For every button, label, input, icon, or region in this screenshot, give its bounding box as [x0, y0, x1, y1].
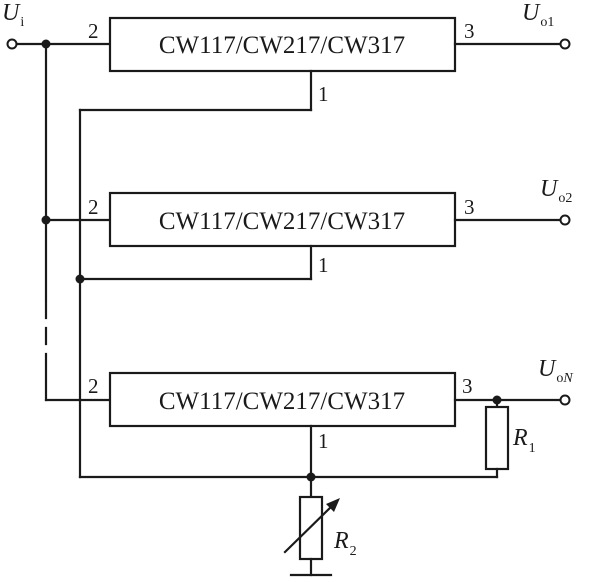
regulator-1-body — [108, 16, 457, 73]
r2-adjust-arrow-line — [283, 502, 336, 554]
regulator-n-pin-out: 3 — [462, 374, 473, 398]
resistor-r1 — [484, 405, 510, 471]
regulator-2-body — [108, 191, 457, 248]
regulator-2-label: CW117/CW217/CW317 — [159, 208, 405, 235]
regulator-1: CW117/CW217/CW317 2 3 1 — [88, 16, 475, 106]
input-label: Ui — [2, 0, 24, 30]
output-n-terminal — [559, 394, 571, 406]
output-2-label: Uo2 — [540, 176, 572, 206]
output-1-terminal — [559, 38, 571, 50]
adj-junction-mid — [75, 274, 85, 284]
r2-adjust-arrow-head — [326, 498, 340, 512]
regulator-n-pin-adj: 1 — [318, 429, 329, 453]
regulator-1-pin-out: 3 — [464, 19, 475, 43]
regulator-n-pin-in: 2 — [88, 374, 99, 398]
input-junction-mid — [41, 215, 51, 225]
output-1-label: Uo1 — [522, 0, 554, 30]
regulator-2-pin-adj: 1 — [318, 253, 329, 277]
regulator-1-pin-adj: 1 — [318, 82, 329, 106]
regulator-2-pin-out: 3 — [464, 195, 475, 219]
regulator-1-label: CW117/CW217/CW317 — [159, 32, 405, 59]
regulator-n-label: CW117/CW217/CW317 — [159, 388, 405, 415]
input-junction-top — [41, 39, 51, 49]
regulator-1-pin-in: 2 — [88, 19, 99, 43]
r2-label: R2 — [333, 528, 357, 559]
regulator-2-pin-in: 2 — [88, 195, 99, 219]
input-terminal — [6, 38, 18, 50]
output-2-terminal — [559, 214, 571, 226]
regulator-n-body — [108, 371, 457, 428]
output-n-label: UoN — [538, 356, 573, 386]
adj-junction-bottom — [306, 472, 316, 482]
regulator-n: CW117/CW217/CW317 2 3 1 — [88, 371, 473, 453]
regulator-2: CW117/CW217/CW317 2 3 1 — [88, 191, 475, 277]
r1-label: R1 — [512, 425, 536, 456]
